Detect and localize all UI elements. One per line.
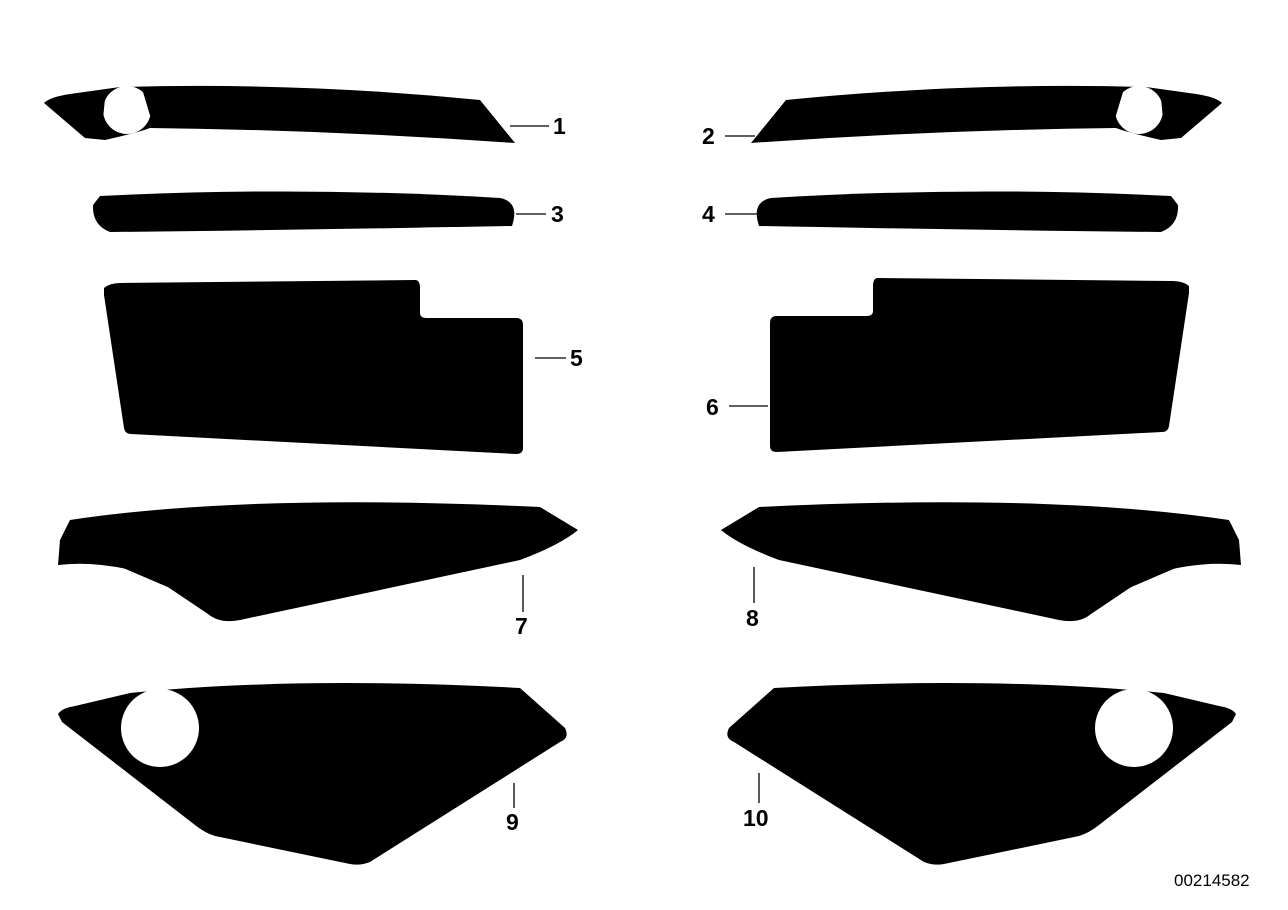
- callout-8: 8: [746, 605, 759, 631]
- part-1: [44, 85, 515, 143]
- callout-2: 2: [702, 123, 715, 149]
- part-4: [756, 191, 1179, 232]
- callout-1: 1: [553, 113, 566, 139]
- part-9: [58, 683, 567, 865]
- part-3: [92, 191, 515, 232]
- part-8: [721, 502, 1241, 622]
- callout-5: 5: [570, 345, 583, 371]
- callout-10: 10: [743, 805, 769, 831]
- part-10: [727, 683, 1236, 865]
- callout-7: 7: [515, 613, 528, 639]
- part-6: [770, 278, 1189, 452]
- callout-3: 3: [551, 201, 564, 227]
- callout-6: 6: [706, 394, 719, 420]
- part-7: [58, 502, 578, 622]
- callout-4: 4: [702, 201, 715, 227]
- document-id: 00214582: [1174, 871, 1250, 890]
- part-5: [104, 280, 523, 454]
- callout-9: 9: [506, 809, 519, 835]
- part-2: [751, 85, 1222, 143]
